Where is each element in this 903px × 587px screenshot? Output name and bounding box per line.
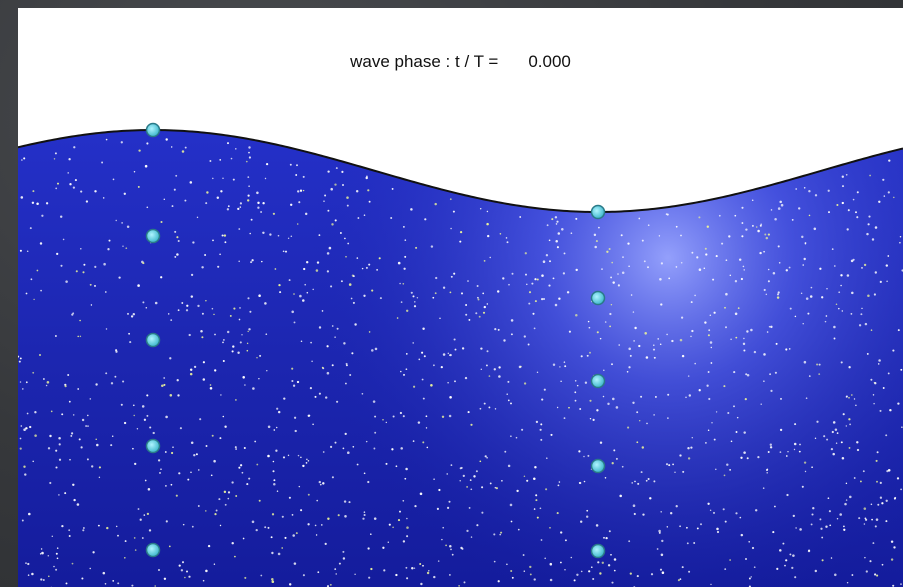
trough-column-marker	[590, 373, 606, 389]
crest-column-marker	[145, 542, 161, 558]
trough-column-marker	[590, 543, 606, 559]
trough-column-marker	[590, 290, 606, 306]
wave-phase-readout: wave phase : t / T = 0.000	[18, 52, 903, 72]
trough-column-marker	[590, 204, 606, 220]
crest-column-marker	[145, 122, 161, 138]
trough-column-marker	[590, 458, 606, 474]
crest-column-marker	[145, 332, 161, 348]
crest-column-marker	[145, 228, 161, 244]
water-particles	[18, 138, 903, 587]
crest-column-marker	[145, 438, 161, 454]
wave-phase-label: wave phase : t / T =	[350, 52, 499, 71]
wave-phase-value: 0.000	[528, 52, 571, 71]
particle-markers	[145, 122, 606, 559]
wave-scene	[18, 122, 903, 587]
water-highlight	[18, 130, 903, 587]
wave-simulation-panel: wave phase : t / T = 0.000	[18, 8, 903, 587]
water-surface-line	[18, 128, 903, 213]
